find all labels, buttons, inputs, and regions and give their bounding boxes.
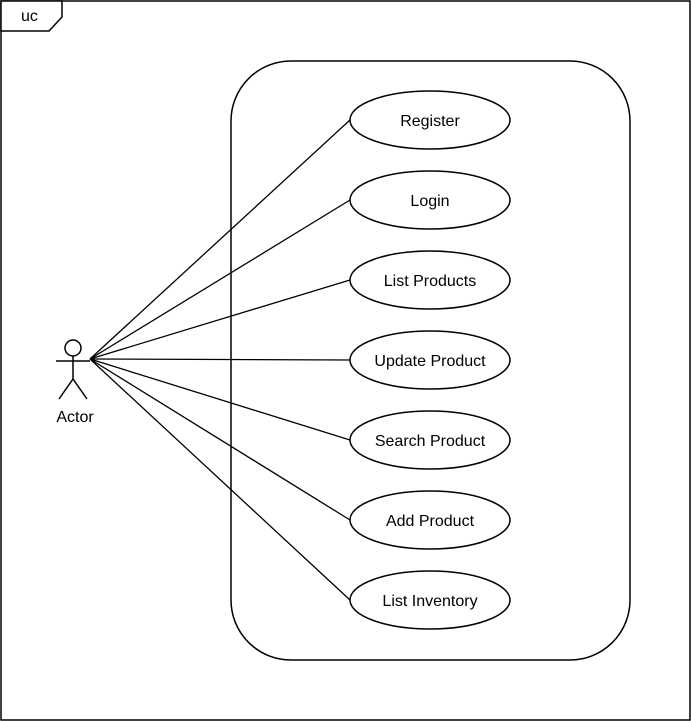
use-case-ellipse: [349, 330, 511, 390]
actor-head: [64, 339, 82, 357]
actor-right-leg: [72, 378, 88, 400]
use-case-ellipse: [349, 490, 511, 550]
actor-label: Actor: [56, 409, 94, 426]
use-case-register: Register: [349, 90, 511, 150]
association-line-list-products: [89, 279, 351, 360]
use-case-label: Add Product: [386, 513, 475, 530]
use-case-search-product: Search Product: [349, 410, 511, 470]
use-case-label: Search Product: [375, 433, 486, 450]
use-case-label: Update Product: [374, 353, 486, 370]
association-line-search-product: [89, 358, 351, 441]
use-case-add-product: Add Product: [349, 490, 511, 550]
use-case-label: Register: [400, 113, 460, 130]
association-line-list-inventory: [89, 358, 351, 601]
association-lines: [89, 119, 351, 601]
use-case-label: Login: [410, 193, 449, 210]
use-case-list-products: List Products: [349, 250, 511, 310]
frame-name-tab: [0, 0, 63, 32]
association-line-add-product: [89, 358, 351, 521]
association-line-update-product: [89, 358, 351, 361]
use-case-list-inventory: List Inventory: [349, 570, 511, 630]
use-case-ellipse: [349, 250, 511, 310]
frame-label: uc: [21, 8, 38, 25]
use-case-update-product: Update Product: [349, 330, 511, 390]
use-case-ellipse: [349, 410, 511, 470]
actor-left-leg: [58, 378, 74, 400]
use-case-login: Login: [349, 170, 511, 230]
use-case-ellipse: [349, 570, 511, 630]
use-case-ellipse: [349, 170, 511, 230]
use-case-label: List Inventory: [382, 593, 477, 610]
stick-figure-icon: [56, 339, 90, 400]
association-line-register: [89, 119, 351, 360]
association-line-login: [89, 199, 351, 360]
use-case-ellipse: [349, 90, 511, 150]
use-case-label: List Products: [384, 273, 476, 290]
system-boundary: [230, 60, 631, 661]
